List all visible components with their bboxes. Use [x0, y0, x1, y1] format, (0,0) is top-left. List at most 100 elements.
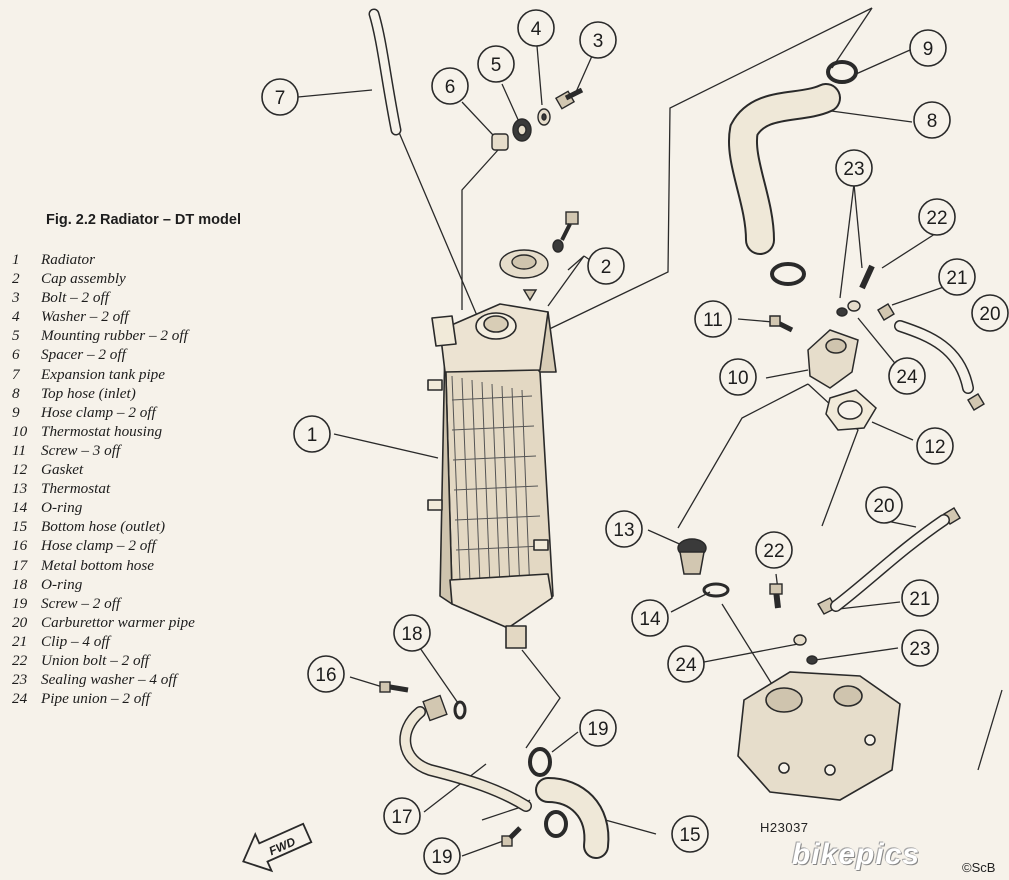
legend-item-text: Hose clamp – 2 off	[41, 537, 156, 555]
radiator-core-fins	[451, 375, 543, 595]
callout-number: 8	[927, 111, 938, 132]
legend-item-text: Radiator	[41, 251, 96, 268]
callout-number: 22	[926, 208, 947, 229]
callout-number: 5	[491, 55, 502, 76]
legend-item-text: Bottom hose (outlet)	[41, 518, 166, 536]
radiator	[427, 303, 557, 649]
washer	[537, 108, 551, 126]
callout-bubble	[477, 45, 515, 83]
legend-item-text: Washer – 2 off	[41, 308, 129, 326]
cap-assembly	[499, 211, 579, 302]
legend-item-text: Screw – 2 off	[41, 594, 121, 612]
callout-bubble	[938, 258, 976, 296]
legend-item-text: Expansion tank pipe	[41, 365, 166, 383]
legend-item-text: Gasket	[41, 461, 84, 479]
legend-item-text: Sealing washer – 4 off	[41, 671, 177, 689]
legend-item-text: Thermostat housing	[41, 422, 163, 440]
legend-item-number: 11	[12, 441, 27, 459]
bolt	[554, 87, 584, 110]
callout-number: 7	[275, 88, 286, 109]
hose-clamp	[826, 60, 858, 84]
mounting-rubber	[512, 118, 532, 142]
callout-bubble	[694, 300, 732, 338]
legend-item-number: 21	[12, 632, 28, 650]
legend-item-number: 16	[12, 537, 28, 555]
forward-arrow: FWD	[242, 822, 313, 873]
legend-item-number: 9	[12, 403, 20, 421]
callout-number: 13	[613, 520, 634, 541]
legend-item: 5 Mounting rubber – 2 off	[12, 326, 195, 345]
callout-number: 19	[587, 719, 608, 740]
callout-bubble	[579, 21, 617, 59]
legend-item: 16 Hose clamp – 2 off	[12, 536, 195, 555]
callout-bubble	[587, 247, 625, 285]
screw	[501, 826, 522, 847]
callout-number: 15	[679, 825, 700, 846]
callout-number: 9	[923, 39, 934, 60]
watermark-logo: bikepics	[792, 838, 921, 871]
legend-item-number: 3	[12, 289, 20, 307]
callout-number: 17	[391, 807, 412, 828]
callout-number: 6	[445, 77, 456, 98]
callout-bubble	[671, 815, 709, 853]
callout-number: 2	[601, 257, 612, 278]
o-ring	[702, 582, 730, 598]
callout-number: 23	[909, 639, 930, 660]
legend-item-text: Cap assembly	[41, 270, 126, 288]
legend-item-text: O-ring	[41, 575, 83, 593]
callout-number: 21	[946, 268, 967, 289]
callout-bubble	[383, 797, 421, 835]
callout-number: 19	[431, 847, 452, 868]
legend-item-number: 7	[12, 365, 20, 383]
o-ring	[453, 700, 467, 720]
legend-item-text: Top hose (inlet)	[41, 384, 136, 402]
callout-number: 1	[307, 425, 318, 446]
legend-item: 17 Metal bottom hose	[12, 556, 195, 575]
legend-item-number: 17	[12, 556, 28, 574]
callout-bubble	[719, 358, 757, 396]
callout-number: 20	[979, 304, 1000, 325]
legend-item-number: 14	[12, 499, 28, 517]
legend-item-number: 2	[12, 270, 20, 288]
union-bolt	[769, 583, 818, 665]
hose-clamp	[528, 747, 552, 777]
legend-item-text: Screw – 3 off	[41, 441, 121, 459]
legend-item-number: 8	[12, 384, 20, 402]
screw	[379, 681, 409, 693]
legend-item-text: Metal bottom hose	[41, 556, 155, 574]
legend-item-number: 22	[12, 651, 28, 669]
clip	[877, 303, 895, 321]
callout-number: 16	[315, 665, 336, 686]
legend-item-text: Spacer – 2 off	[41, 346, 126, 364]
legend-item-number: 5	[12, 327, 20, 345]
callout-number: 4	[531, 19, 542, 40]
legend-item-text: Union bolt – 2 off	[41, 651, 150, 669]
callout-number: 12	[924, 437, 945, 458]
legend-item: 4 Washer – 2 off	[12, 307, 195, 326]
callout-number: 24	[896, 367, 918, 388]
legend-item-number: 4	[12, 308, 20, 326]
callout-bubble	[307, 655, 345, 693]
legend-item-text: Mounting rubber – 2 off	[41, 327, 188, 345]
callout-number: 23	[843, 159, 864, 180]
hose-clamp	[770, 262, 806, 286]
callout-bubble	[916, 427, 954, 465]
callout-bubble	[517, 9, 555, 47]
callout-bubble	[605, 510, 643, 548]
thermostat	[677, 538, 707, 575]
gasket	[825, 389, 877, 431]
